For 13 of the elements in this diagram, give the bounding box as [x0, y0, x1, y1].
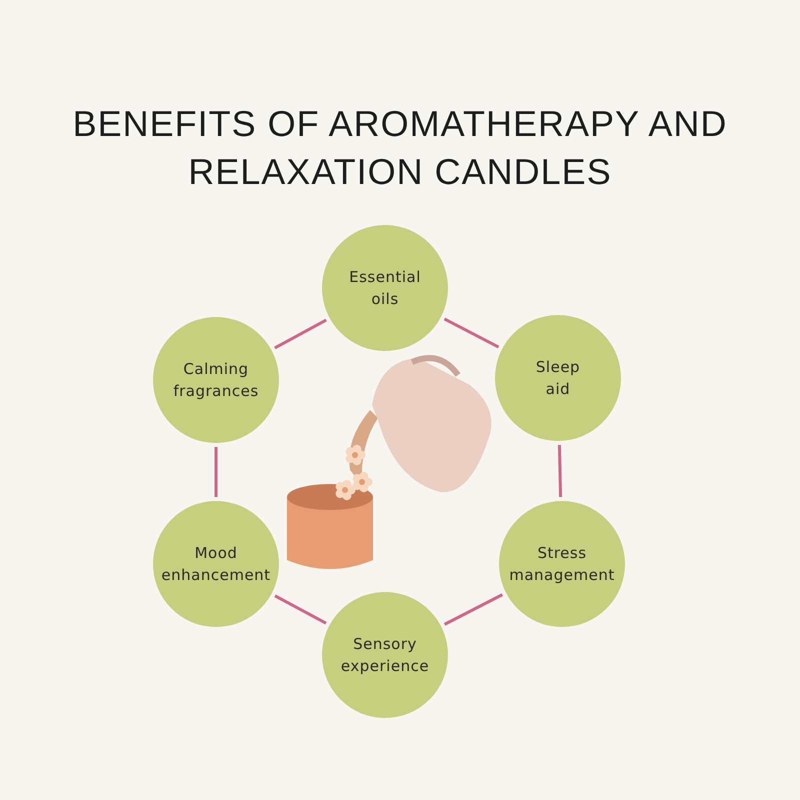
benefit-label: Sensory experience [340, 634, 430, 677]
connector-line [274, 594, 327, 625]
connector-line [558, 444, 562, 498]
benefit-label: Essential oils [349, 267, 421, 310]
benefit-label: Stress management [509, 543, 615, 586]
connector-line [444, 593, 504, 626]
connector-line [274, 318, 327, 350]
benefit-label: Calming fragrances [173, 359, 259, 402]
title: BENEFITS OF AROMATHERAPY AND RELAXATION CANDLES [72, 102, 728, 194]
connector-line [444, 318, 500, 348]
benefit-label: Mood enhancement [161, 543, 271, 586]
benefit-label: Sleep aid [536, 357, 580, 400]
connector-line [214, 447, 218, 497]
